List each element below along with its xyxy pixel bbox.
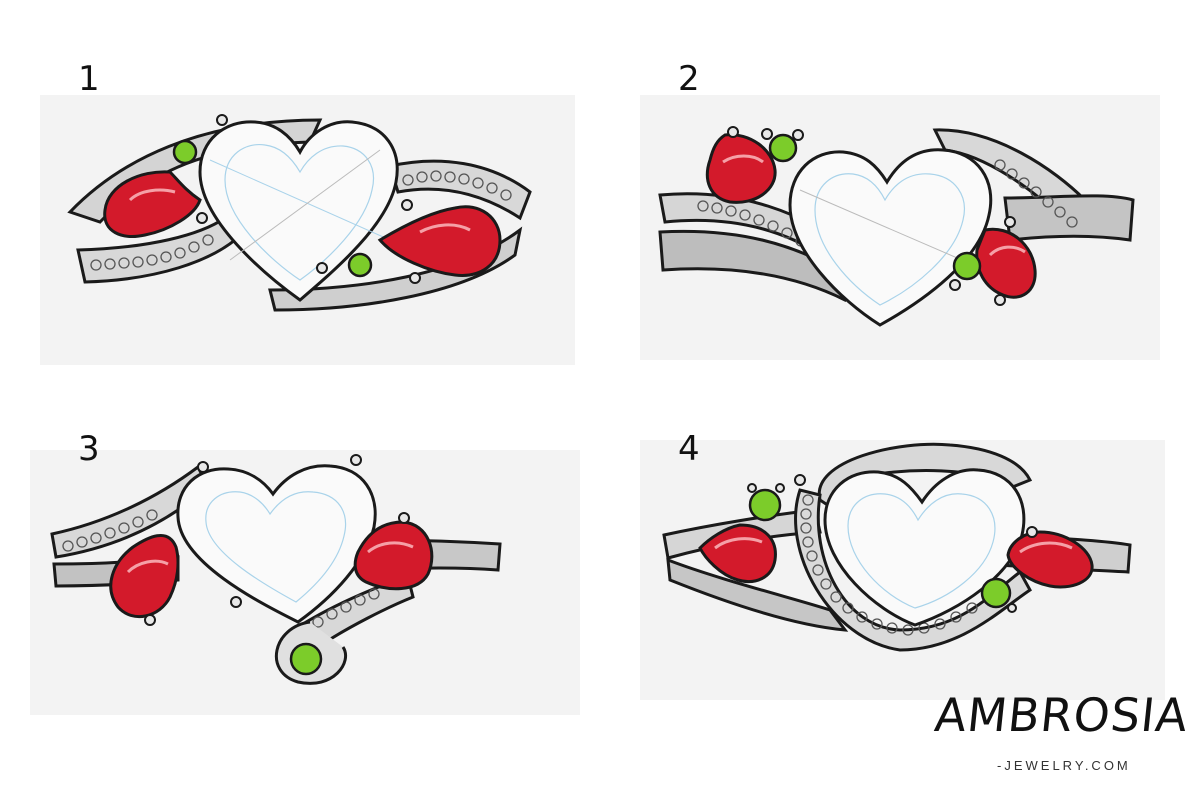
brand-logo: AMBROSIA -JEWELRY.COM [932, 688, 1191, 788]
ring-sketch-3 [50, 454, 502, 685]
brand-logo-url: -JEWELRY.COM [997, 758, 1131, 773]
ring-sketch-2 [658, 126, 1135, 327]
ring-sketch-4 [662, 442, 1132, 652]
ring-sketch-1 [67, 114, 532, 312]
panel-number-2: 2 [678, 59, 700, 99]
panel-number-1: 1 [78, 59, 100, 99]
panel-number-4: 4 [678, 429, 700, 469]
brand-logo-wordmark: AMBROSIA [932, 688, 1191, 742]
panel-number-3: 3 [78, 429, 100, 469]
